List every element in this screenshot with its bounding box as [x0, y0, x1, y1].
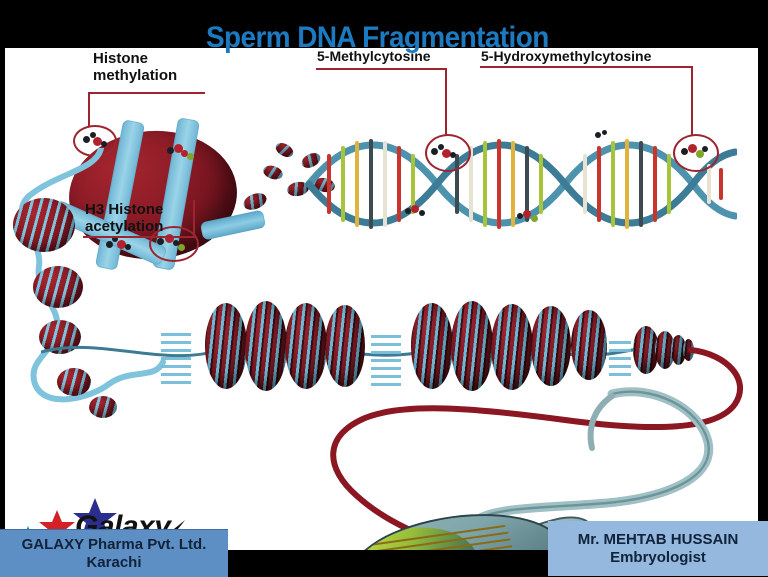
chromatin-fiber [371, 334, 401, 386]
chromatin-coil [633, 326, 659, 374]
chromatin-coil [451, 301, 493, 391]
chromatin-coil [285, 303, 327, 389]
label-h3-histone-acetylation: H3 Histone acetylation [85, 201, 164, 235]
label-5-hydroxymethylcytosine: 5-Hydroxymethylcytosine [481, 48, 652, 64]
company-name: GALAXY Pharma Pvt. Ltd. [21, 535, 207, 553]
methyl-group-icon [595, 130, 621, 148]
label-connector [88, 92, 90, 126]
label-connector [316, 68, 447, 70]
label-5-methylcytosine: 5-Methylcytosine [317, 48, 431, 64]
chromatin-coil [411, 303, 453, 389]
methyl-group-icon [517, 210, 543, 228]
presenter-role: Embryologist [610, 548, 706, 566]
presenter-info-box: Mr. MEHTAB HUSSAIN Embryologist [548, 521, 768, 576]
chromatin-coil [205, 303, 247, 389]
label-connector [691, 66, 693, 136]
highlight-ring [673, 134, 719, 172]
highlight-ring [149, 226, 199, 262]
acetyl-group-icon [106, 236, 132, 254]
diagram-panel: Histone methylation H3 Histone acetylati… [5, 48, 758, 550]
dna-helix-svg [305, 139, 739, 229]
chromatin-fiber [609, 340, 631, 376]
chromatin-coil [531, 306, 571, 386]
presenter-name: Mr. MEHTAB HUSSAIN [577, 530, 739, 548]
chromosome-loop [330, 347, 743, 539]
chromatin-coil [325, 305, 365, 387]
page-title: Sperm DNA Fragmentation [206, 21, 549, 54]
label-connector [445, 68, 447, 136]
label-connector [88, 92, 205, 94]
chromatin-fiber [161, 332, 191, 384]
label-histone-methylation: Histone methylation [93, 50, 178, 84]
company-city: Karachi [86, 553, 142, 571]
label-connector [193, 200, 195, 238]
chromatin-coil [245, 301, 287, 391]
label-connector [83, 236, 195, 238]
methyl-group-icon [405, 204, 431, 222]
chromatin-coil [655, 331, 675, 369]
chromatin-coil [671, 335, 686, 365]
highlight-ring [425, 134, 471, 172]
chromatin-coil [491, 304, 533, 390]
dna-double-helix [305, 126, 739, 236]
company-info-box: GALAXY Pharma Pvt. Ltd. Karachi [0, 529, 228, 577]
chromatin-coil [571, 310, 607, 380]
label-connector [480, 66, 693, 68]
sperm-tail [475, 387, 714, 523]
methyl-group-icon [167, 144, 194, 162]
